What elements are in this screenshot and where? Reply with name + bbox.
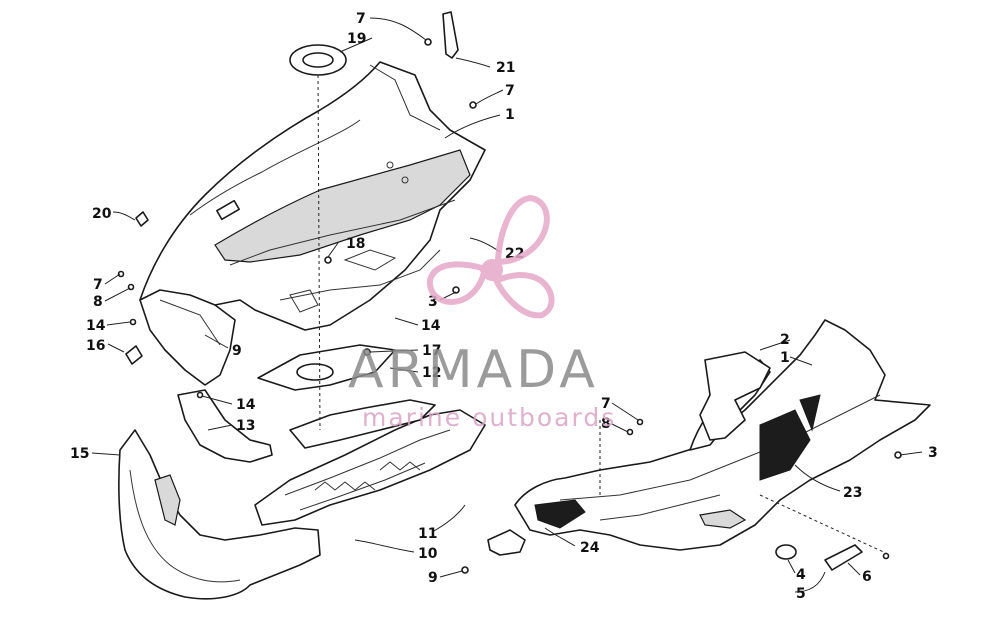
callout-8-left: 8 [93, 294, 103, 310]
floor-plate-part [257, 344, 396, 391]
callout-8-lowright: 8 [601, 416, 611, 432]
callout-9-left: 9 [232, 343, 242, 359]
callout-7-right: 7 [505, 83, 515, 99]
decal-24-part [534, 499, 586, 529]
callout-15: 15 [70, 446, 89, 462]
front-bumper-part [118, 429, 321, 600]
callout-7-left: 7 [93, 277, 103, 293]
callout-16: 16 [86, 338, 105, 354]
side-deflector-part [139, 289, 236, 386]
callout-14-lower: 14 [236, 397, 256, 413]
side-panel-2-part [699, 351, 771, 441]
callout-14-mid: 14 [421, 318, 441, 334]
lower-skid-tray-part [254, 399, 486, 526]
plate-6-part [824, 544, 863, 571]
callout-7-top: 7 [356, 11, 366, 27]
watermark-subtitle: marine outboards [362, 403, 616, 432]
watermark: ARMADA marine outboards [348, 194, 616, 432]
alignment-lines [317, 74, 891, 556]
callout-18: 18 [346, 236, 365, 252]
callout-20: 20 [92, 206, 112, 222]
callout-7-lowright: 7 [601, 396, 611, 412]
leader-lines [91, 17, 923, 593]
callout-24: 24 [580, 540, 600, 556]
upper-belly-pan-part [139, 61, 486, 331]
logo-blade-top [495, 194, 550, 266]
mounting-bracket-part [442, 11, 459, 59]
fasteners [117, 38, 902, 574]
callout-11: 11 [418, 526, 437, 542]
callout-3-mid: 3 [428, 294, 438, 310]
callout-labels: 7 19 21 7 1 20 18 22 7 8 3 14 14 16 9 17… [70, 11, 938, 602]
callout-21: 21 [496, 60, 515, 76]
callout-9-bottom: 9 [428, 570, 438, 586]
decal-23-part [759, 394, 821, 481]
callout-4: 4 [796, 567, 806, 583]
gasket-ring-part [289, 44, 347, 76]
callout-1-right: 1 [780, 350, 790, 366]
callout-14-left: 14 [86, 318, 106, 334]
callout-1-top: 1 [505, 107, 515, 123]
callout-10: 10 [418, 546, 438, 562]
grommet-4-part [775, 544, 797, 560]
logo-blade-left [426, 261, 488, 305]
watermark-title: ARMADA [348, 340, 599, 400]
callout-12: 12 [422, 365, 441, 381]
callout-23: 23 [843, 485, 862, 501]
callout-6: 6 [862, 569, 872, 585]
vent-pattern [314, 461, 421, 491]
propeller-logo [426, 194, 555, 319]
callout-3-right: 3 [928, 445, 938, 461]
callout-13: 13 [236, 418, 255, 434]
callout-19: 19 [347, 31, 366, 47]
callout-5: 5 [796, 586, 806, 602]
callout-2: 2 [780, 332, 790, 348]
logo-blade-right [491, 272, 555, 319]
tunnel-bracket-part [487, 529, 526, 556]
callout-17: 17 [422, 343, 441, 359]
